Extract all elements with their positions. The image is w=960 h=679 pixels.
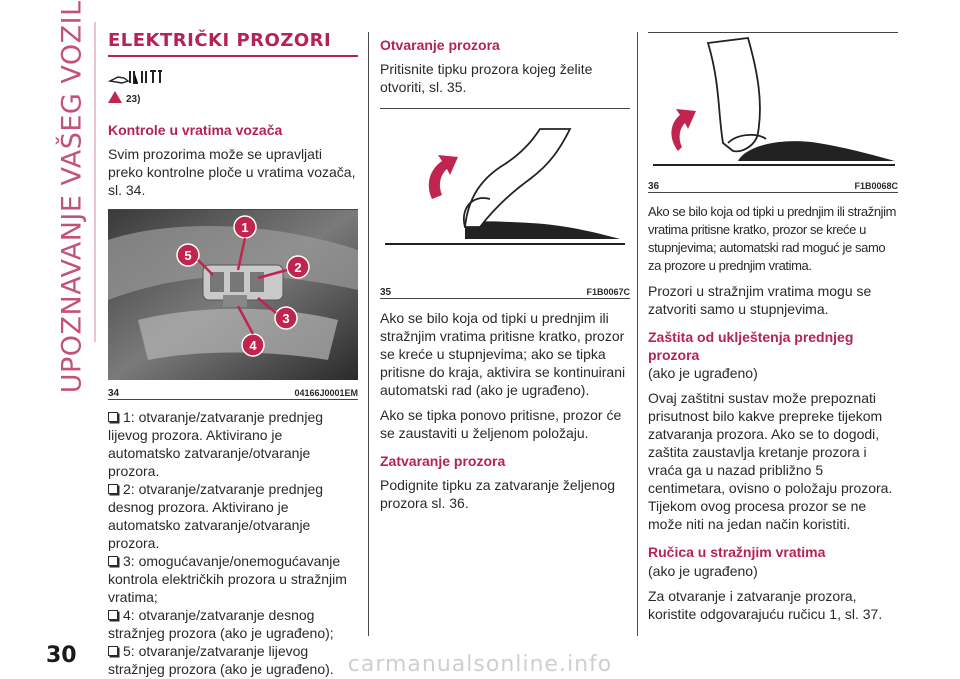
figure-35: 35 F1B0067C: [380, 108, 630, 300]
list-item: 5: otvaranje/zatvaranje lijevog stražnje…: [108, 642, 358, 678]
figure-code: F1B0068C: [854, 181, 898, 191]
column-3: 36 F1B0068C Ako se bilo koja od tipki u …: [648, 32, 900, 630]
warning-triangle-icon: [108, 91, 122, 103]
paragraph-rear-close: Prozori u stražnjim vratima mogu se zatv…: [648, 283, 872, 317]
figure-code: F1B0067C: [586, 287, 630, 298]
chapter-side-title: UPOZNAVANJE VAŠEG VOZILA: [56, 0, 88, 393]
pinch-fitment-note: (ako je ugrađeno): [648, 365, 758, 382]
finger-press-illustration: [385, 128, 625, 246]
finger-lift-illustration: [648, 33, 900, 173]
paragraph-stop: Ako se tipka ponovo pritisne, prozor će …: [380, 407, 622, 442]
figure-number: 34: [108, 388, 120, 400]
list-item-text: 1: otvaranje/zatvaranje prednjeg lijevog…: [108, 409, 324, 480]
figure-code: 04166J0001EM: [294, 388, 358, 399]
subheading-closing: Zatvaranje prozora: [380, 453, 506, 470]
checkbox-bullet-icon: [108, 412, 118, 423]
callout-5: 5: [184, 248, 191, 263]
column-divider-2: [637, 32, 638, 636]
section-title: ELEKTRIČKI PROZORI: [108, 30, 332, 51]
chapter-side-title-text: UPOZNAVANJE VAŠEG VOZILA: [56, 0, 88, 394]
list-item: 4: otvaranje/zatvaranje desnog stražnjeg…: [108, 606, 358, 642]
watermark: carmanualsonline.info: [347, 652, 613, 677]
crank-paragraph: Za otvaranje i zatvaranje prozora, koris…: [648, 587, 883, 622]
pinch-protection-paragraph: Ovaj zaštitni sustav može prepoznati pri…: [648, 390, 893, 533]
checkbox-bullet-icon: [108, 484, 118, 495]
callout-1: 1: [241, 220, 248, 235]
callout-4: 4: [249, 338, 257, 353]
figure-36: 36 F1B0068C: [648, 32, 900, 193]
list-item-text: 3: omogućavanje/onemogućavanje kontrola …: [108, 553, 347, 606]
door-panel-illustration: 1 2 3 4 5: [108, 210, 358, 381]
list-item: 2: otvaranje/zatvaranje prednjeg desnog …: [108, 480, 358, 552]
figure-caption: 35 F1B0067C: [380, 284, 630, 298]
column-divider-1: [368, 32, 369, 636]
subheading-driver-controls: Kontrole u vratima vozača: [108, 122, 283, 138]
closing-paragraph: Podignite tipku za zatvaranje željenog p…: [380, 477, 616, 512]
list-item-text: 4: otvaranje/zatvaranje desnog stražnjeg…: [108, 607, 334, 642]
opening-paragraph: Pritisnite tipku prozora kojeg želite ot…: [380, 61, 593, 96]
checkbox-bullet-icon: [108, 646, 118, 657]
column-1: ELEKTRIČKI PROZORI 23) Kontrole u vratim…: [108, 30, 358, 678]
callout-2: 2: [294, 260, 301, 275]
column-2: Otvaranje prozora Pritisnite tipku prozo…: [380, 36, 630, 519]
checkbox-bullet-icon: [108, 556, 118, 567]
section-title-underline: [108, 55, 358, 57]
side-divider: [94, 22, 96, 342]
crank-fitment-note: (ako je ugrađeno): [648, 562, 758, 579]
subheading-opening: Otvaranje prozora: [380, 37, 500, 53]
control-list: 1: otvaranje/zatvaranje prednjeg lijevog…: [108, 408, 358, 678]
warning-icons: 23): [108, 67, 358, 105]
warning-ref: 23): [108, 89, 140, 107]
subheading-pinch-protection: Zaštita od uklještenja prednjeg prozora: [648, 329, 854, 364]
list-item-text: 2: otvaranje/zatvaranje prednjeg desnog …: [108, 481, 324, 552]
manual-hand-icon: [108, 70, 162, 84]
warning-ref-number: 23): [126, 94, 141, 105]
figure-caption: 34 04166J0001EM: [108, 385, 358, 399]
callout-3: 3: [282, 311, 289, 326]
figure-34: 1 2 3 4 5 34 04166J0001EM: [108, 209, 358, 401]
list-item: 1: otvaranje/zatvaranje prednjeg lijevog…: [108, 408, 358, 480]
page-number: 30: [46, 643, 77, 668]
figure-number: 35: [380, 287, 392, 299]
list-item: 3: omogućavanje/onemogućavanje kontrola …: [108, 552, 358, 606]
figure-caption: 36 F1B0068C: [648, 178, 898, 192]
checkbox-bullet-icon: [108, 610, 118, 621]
intro-paragraph: Svim prozorima može se upravljati preko …: [108, 146, 356, 199]
figure-number: 36: [648, 181, 660, 192]
paragraph-rear-stepped: Ako se bilo koja od tipki u prednjim ili…: [648, 204, 897, 273]
list-item-text: 5: otvaranje/zatvaranje lijevog stražnje…: [108, 643, 334, 678]
paragraph-stepped-movement: Ako se bilo koja od tipki u prednjim ili…: [380, 310, 626, 399]
subheading-rear-crank: Ručica u stražnjim vratima: [648, 544, 826, 561]
